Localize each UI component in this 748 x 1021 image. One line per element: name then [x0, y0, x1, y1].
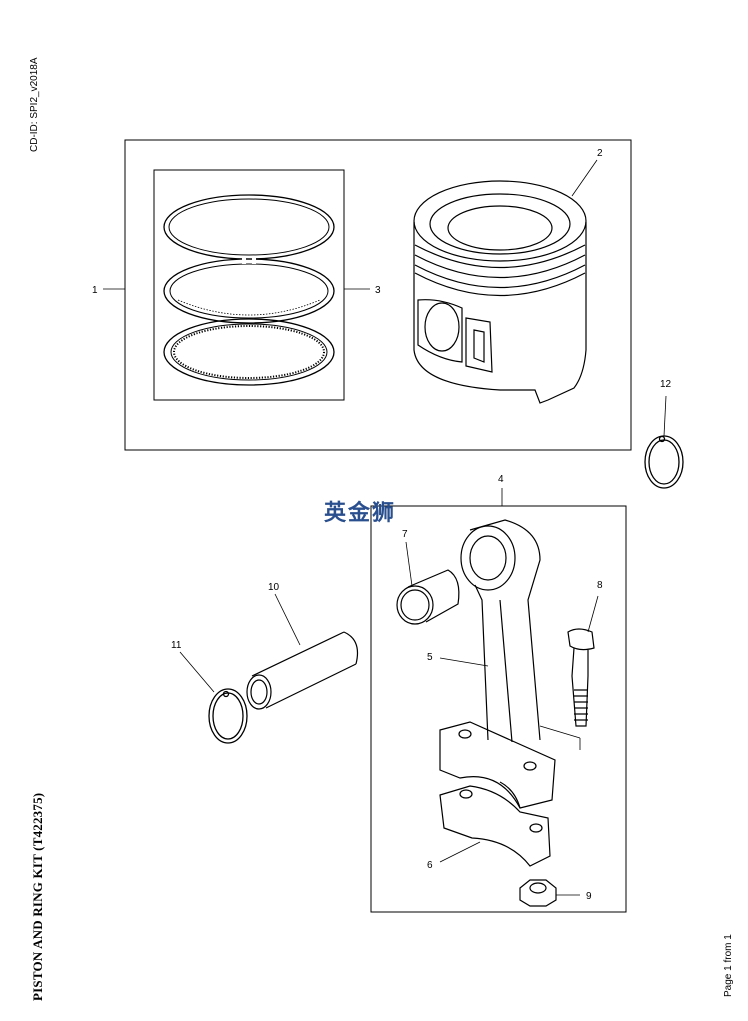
callout-7: 7 [402, 529, 408, 540]
conrod-group-frame [370, 505, 627, 913]
callout-5: 5 [427, 652, 433, 663]
bushing-drawing [396, 569, 460, 625]
ring-set-frame [153, 169, 345, 401]
callout-4: 4 [498, 474, 504, 485]
piston-rings-drawing [163, 194, 335, 386]
callout-12: 12 [660, 379, 672, 390]
bearing-cap-drawing [439, 785, 551, 867]
circlip-12-drawing [644, 435, 684, 489]
piston-drawing [413, 180, 587, 404]
callout-9: 9 [586, 891, 592, 902]
circlip-11-drawing [208, 688, 248, 744]
piston-group-frame [124, 139, 632, 451]
callout-3: 3 [375, 285, 381, 296]
watermark-logo: 英金狮 [324, 501, 397, 526]
piston-pin-drawing [246, 631, 359, 710]
leader-lines [103, 159, 667, 896]
nut-drawing [519, 879, 557, 907]
callout-1: 1 [92, 285, 98, 296]
connecting-rod-drawing [439, 519, 556, 809]
callout-10: 10 [268, 582, 280, 593]
callout-8: 8 [597, 580, 603, 591]
callout-11: 11 [171, 640, 182, 651]
callout-6: 6 [427, 860, 433, 871]
bolt-drawing [567, 628, 595, 727]
callout-2: 2 [597, 148, 603, 159]
